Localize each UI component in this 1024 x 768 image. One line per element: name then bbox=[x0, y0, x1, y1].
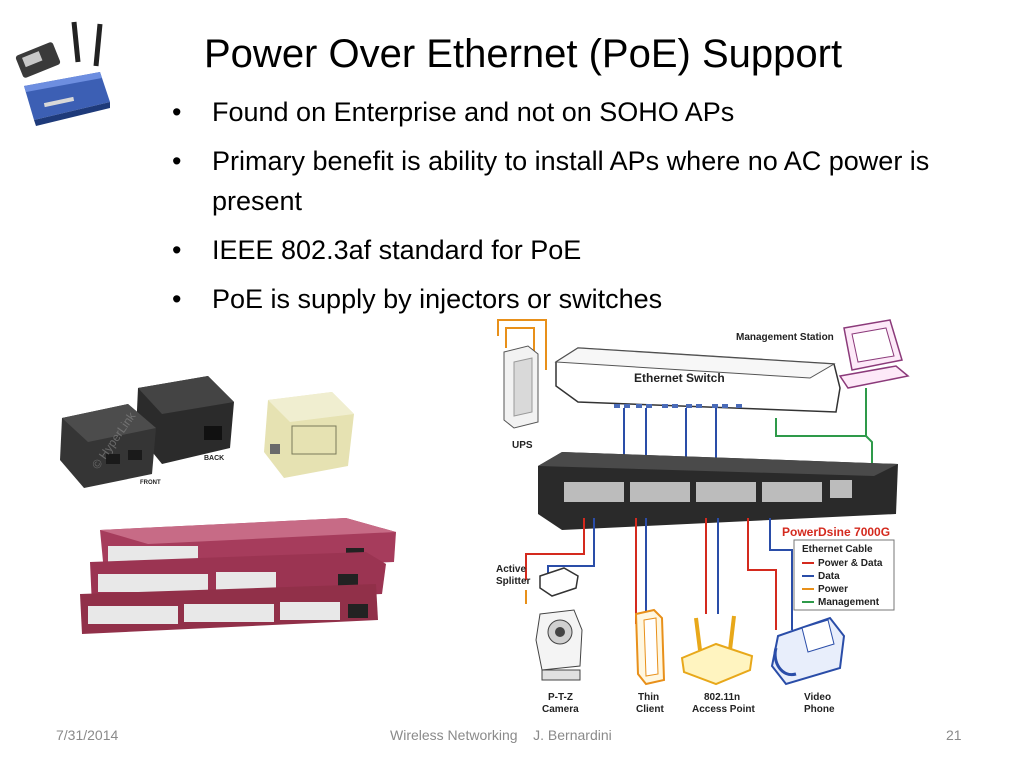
device-label-line2: Phone bbox=[804, 704, 835, 715]
access-point-device: 802.11n Access Point bbox=[680, 615, 755, 715]
device-label-line2: Access Point bbox=[692, 704, 755, 715]
footer-date: 7/31/2014 bbox=[56, 727, 119, 743]
footer-center-text: Wireless Networking J. Bernardini bbox=[390, 727, 612, 743]
thin-client-device: Thin Client bbox=[634, 608, 666, 715]
bullet-dot: • bbox=[172, 235, 182, 265]
active-splitter-label-line1: Active bbox=[496, 564, 526, 575]
back-label: BACK bbox=[204, 455, 224, 462]
management-station-label: Management Station bbox=[736, 332, 834, 343]
router-logo-image bbox=[15, 21, 110, 126]
legend-item-label: Power bbox=[818, 584, 848, 595]
active-splitter-label-line2: Splitter bbox=[496, 576, 531, 587]
bullet-item: • Primary benefit is ability to install A… bbox=[172, 141, 952, 221]
device-label-line1: Video bbox=[804, 692, 831, 703]
device-label-line2: Camera bbox=[542, 704, 579, 715]
powerdsine-switch-device: PowerDsine 7000G bbox=[538, 452, 898, 539]
management-station-device: Management Station bbox=[736, 319, 910, 389]
legend-item-label: Management bbox=[818, 597, 880, 608]
bullet-text: IEEE 802.3af standard for PoE bbox=[212, 235, 582, 265]
legend-item-label: Power & Data bbox=[818, 558, 883, 569]
bullet-dot: • bbox=[172, 146, 182, 176]
bullet-item: • Found on Enterprise and not on SOHO APs bbox=[172, 92, 952, 132]
bullet-dot: • bbox=[172, 97, 182, 127]
device-label-line1: 802.11n bbox=[704, 692, 740, 703]
active-splitter-device: Active Splitter bbox=[496, 564, 579, 597]
ups-device: UPS bbox=[503, 345, 539, 451]
front-label: FRONT bbox=[140, 480, 161, 486]
bullet-dot: • bbox=[172, 284, 182, 314]
switch-unit-bottom bbox=[80, 584, 378, 634]
legend-title: Ethernet Cable bbox=[802, 544, 873, 555]
ethernet-switch-device: Ethernet Switch bbox=[554, 347, 841, 413]
powerdsine-label: PowerDsine 7000G bbox=[782, 525, 890, 539]
slide-title: Power Over Ethernet (PoE) Support bbox=[204, 32, 843, 76]
bullet-text: PoE is supply by injectors or switches bbox=[212, 284, 663, 314]
bullet-text: Found on Enterprise and not on SOHO APs bbox=[212, 97, 735, 127]
bullet-item: • IEEE 802.3af standard for PoE bbox=[172, 230, 952, 270]
ethernet-switch-label: Ethernet Switch bbox=[634, 371, 725, 385]
device-label-line2: Client bbox=[636, 704, 664, 715]
device-label-line1: P-T-Z bbox=[548, 692, 573, 703]
poe-injectors-photo: BACK FRONT © HyperLink bbox=[60, 376, 354, 488]
bullet-item: • PoE is supply by injectors or switches bbox=[172, 279, 952, 319]
cable-legend: Ethernet Cable Power & Data Data Power M… bbox=[793, 539, 895, 611]
legend-item-label: Data bbox=[818, 571, 840, 582]
bullet-list: • Found on Enterprise and not on SOHO APs… bbox=[172, 92, 952, 328]
poe-network-diagram: UPS Ethernet Switch Management Station bbox=[496, 319, 910, 715]
ptz-camera-device: P-T-Z Camera bbox=[535, 609, 583, 715]
video-phone-device: Video Phone bbox=[770, 616, 846, 715]
device-label-line1: Thin bbox=[638, 692, 659, 703]
ups-label: UPS bbox=[512, 440, 533, 451]
poe-switch-stack-photo bbox=[80, 518, 396, 634]
footer-page-number: 21 bbox=[946, 727, 962, 743]
bullet-text: Primary benefit is ability to install AP… bbox=[212, 146, 930, 216]
